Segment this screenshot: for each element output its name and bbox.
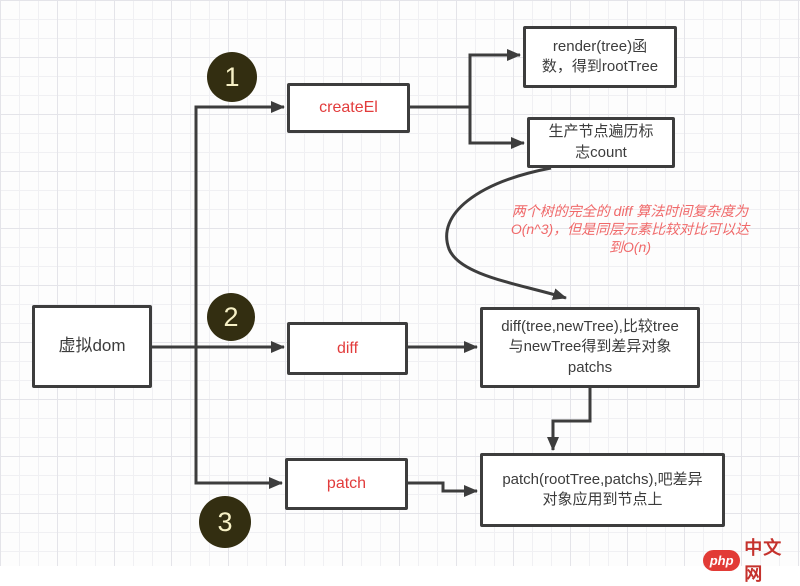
node-render-tree: render(tree)函 数，得到rootTree	[523, 26, 677, 88]
curve-count-to-diffresult	[445, 166, 567, 300]
arrow-fork-to-render	[468, 49, 521, 107]
arrow-diffresult-to-patchresult	[547, 388, 592, 451]
node-virtual-dom-label: 虚拟dom	[58, 336, 126, 356]
node-diff-label: diff	[336, 339, 359, 357]
node-createel: createEl	[287, 83, 410, 133]
connector-lines	[152, 49, 592, 497]
step-badge-2-number: 2	[223, 301, 239, 332]
node-traverse-count-line1: 生产节点遍历标	[548, 123, 654, 141]
node-diff-result: diff(tree,newTree),比较tree 与newTree得到差异对象…	[480, 307, 700, 388]
node-virtual-dom: 虚拟dom	[32, 305, 152, 388]
complexity-annotation-line1: 两个树的完全的 diff 算法时间复杂度为	[511, 203, 749, 219]
node-createel-label: createEl	[319, 99, 378, 117]
node-render-tree-line1: render(tree)函	[552, 37, 648, 55]
step-badge-1: 1	[207, 52, 257, 102]
node-traverse-count: 生产节点遍历标 志count	[527, 117, 675, 168]
complexity-annotation: 两个树的完全的 diff 算法时间复杂度为 O(n^3)，但是同层元素比较对比可…	[488, 202, 772, 257]
step-badge-2: 2	[207, 293, 255, 341]
node-patch: patch	[285, 458, 408, 510]
arrow-trunk-to-patch	[194, 347, 283, 489]
node-diff: diff	[287, 322, 408, 375]
arrow-trunk-to-createel	[194, 101, 285, 347]
site-watermark: php 中文网	[703, 534, 800, 586]
php-logo-badge: php	[703, 549, 741, 571]
step-badge-3-number: 3	[217, 506, 233, 537]
complexity-annotation-line2: O(n^3)，但是同层元素比较对比可以达	[510, 221, 750, 238]
arrow-fork-to-count	[468, 107, 525, 149]
step-badge-3: 3	[199, 496, 251, 548]
node-patch-label: patch	[326, 475, 367, 493]
node-patch-result-line2: 对象应用到节点上	[542, 491, 663, 508]
node-diff-result-line3: patchs	[567, 358, 613, 376]
node-diff-result-line2: 与newTree得到差异对象	[508, 338, 672, 356]
node-patch-result: patch(rootTree,patchs),吧差异 对象应用到节点上	[480, 453, 725, 527]
complexity-annotation-line3: 到O(n)	[609, 239, 651, 256]
step-badge-1-number: 1	[224, 61, 240, 92]
node-patch-result-line1: patch(rootTree,patchs),吧差异	[502, 470, 703, 488]
site-watermark-text: 中文网	[744, 538, 783, 584]
node-diff-result-line1: diff(tree,newTree),比较tree	[501, 318, 679, 336]
arrow-patch-to-patchresult	[408, 481, 478, 497]
node-render-tree-line2: 数，得到rootTree	[541, 58, 659, 75]
node-traverse-count-line2: 志count	[575, 143, 627, 161]
